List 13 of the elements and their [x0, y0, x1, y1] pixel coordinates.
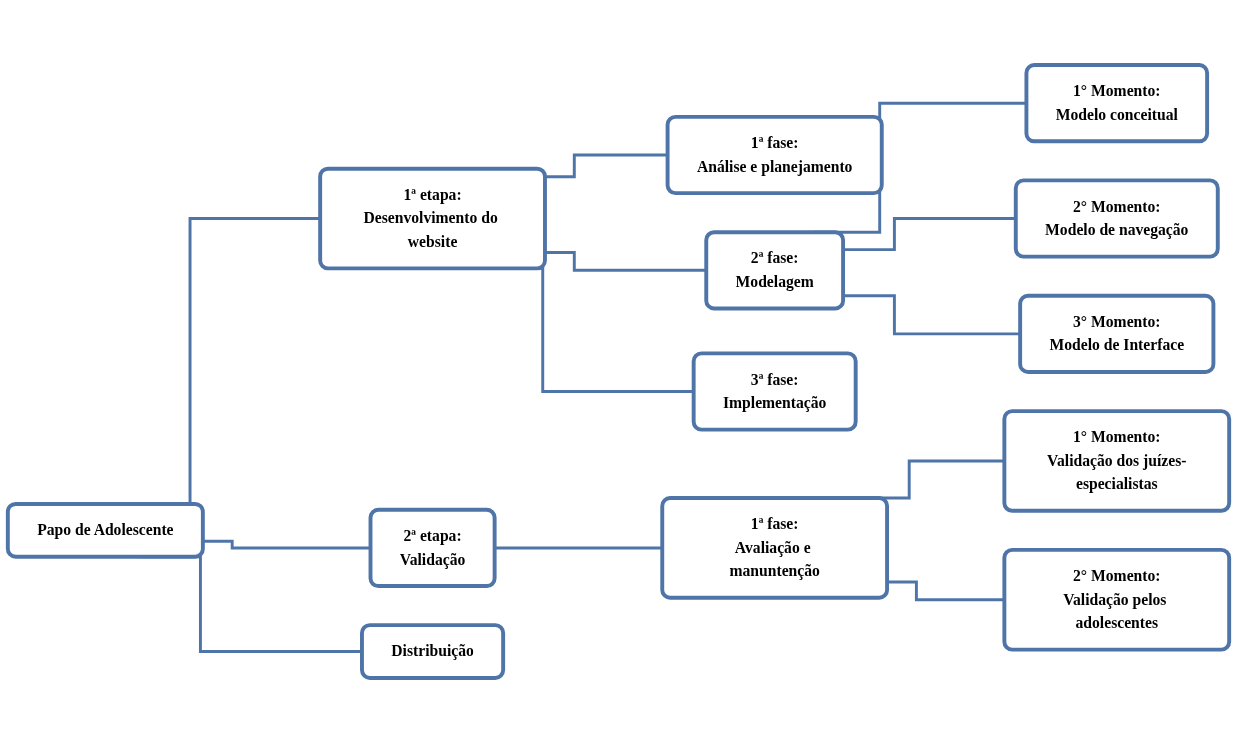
node-box: 1° Momento: Modelo conceitual [1024, 62, 1210, 143]
node-box: 2ª etapa: Validação [368, 507, 497, 588]
node-box: 1ª fase: Análise e planejamento [665, 114, 884, 195]
node-box: 1ª etapa: Desenvolvimento do website [318, 166, 547, 270]
node-box: 2ª fase: Modelagem [704, 229, 846, 310]
node-box: 2° Momento: Modelo de navegação [1013, 177, 1220, 259]
node-box: 3ª fase: Implementação [691, 350, 858, 432]
node-box: 2° Momento: Validação pelos adolescentes [1002, 547, 1232, 652]
node-box: 1° Momento: Validação dos juízes-especialistas [1002, 408, 1232, 513]
node-box: 1ª fase: Avaliação e manuntenção [660, 495, 890, 600]
node-box: 3° Momento: Modelo de Interface [1018, 293, 1216, 374]
node-box: Papo de Adolescente [5, 501, 205, 559]
node-box: Distribuição [360, 622, 506, 680]
